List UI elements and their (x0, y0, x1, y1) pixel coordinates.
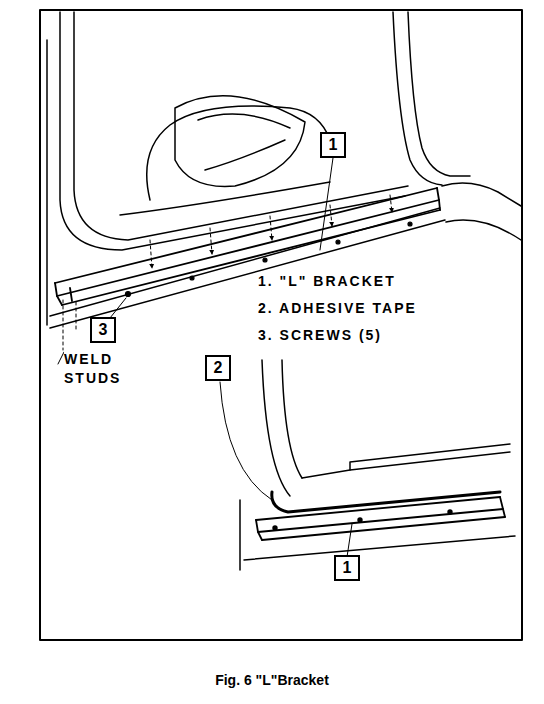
figure-frame (40, 10, 522, 640)
sketch-stroke (408, 12, 470, 176)
sketch-stroke (270, 216, 272, 240)
sketch-stroke (120, 182, 330, 215)
legend-entry: 2. ADHESIVE TAPE (258, 299, 417, 318)
sketch-stroke (282, 360, 302, 478)
sketch-stroke (262, 360, 290, 496)
figure-caption: Fig. 6 "L"Bracket (215, 672, 329, 688)
adhesive-tape (272, 492, 500, 512)
callout-number: 3 (99, 322, 108, 338)
sketch-stroke (437, 188, 440, 210)
sketch-stroke (55, 188, 437, 283)
sketch-stroke (210, 228, 212, 254)
bracket-leader-lower (347, 524, 352, 557)
lower-body (240, 360, 515, 570)
part-label: WELD STUDS (64, 350, 144, 388)
callout-number: 1 (329, 137, 338, 153)
sketch-stroke (46, 40, 48, 325)
sketch-stroke (50, 220, 445, 328)
sketch-stroke (448, 510, 452, 514)
sketch-stroke (126, 292, 131, 297)
sketch-stroke (205, 140, 285, 170)
sketch-stroke (63, 300, 64, 350)
sketch-stroke (273, 526, 277, 530)
callout-box: 3 (90, 317, 116, 343)
sketch-stroke (358, 518, 362, 522)
callout-box: 2 (205, 355, 231, 381)
tape-leader (220, 382, 272, 500)
sketch-stroke (330, 205, 332, 226)
sketch-stroke (244, 536, 515, 560)
sketch-stroke (62, 210, 440, 305)
sketch-stroke (239, 500, 241, 570)
callout-number: 2 (214, 360, 223, 376)
sketch-stroke (350, 444, 510, 470)
sketch-stroke (390, 195, 392, 212)
legend-entry: 3. SCREWS (5) (258, 326, 382, 345)
seat-sketch (120, 96, 330, 215)
sketch-stroke (256, 520, 262, 540)
sketch-stroke (55, 283, 62, 305)
legend-entry: 1. "L" BRACKET (258, 272, 396, 291)
sketch-stroke (198, 114, 290, 128)
sketch-stroke (60, 12, 405, 250)
sketch-stroke (262, 517, 505, 540)
upper-body (47, 12, 521, 328)
sketch-stroke (393, 12, 442, 185)
bracket-leader-upper (320, 158, 333, 250)
l-bracket-upper (55, 188, 440, 305)
sketch-stroke (150, 240, 152, 268)
callout-number: 1 (343, 560, 352, 576)
sketch-stroke (263, 258, 267, 262)
sketch-stroke (446, 220, 521, 240)
sketch-stroke (70, 288, 72, 301)
sketch-stroke (256, 497, 500, 520)
weld-stud-leaders (63, 300, 76, 350)
sketch-stroke (500, 497, 505, 517)
sketch-stroke (76, 302, 77, 330)
sketch-stroke (57, 200, 439, 296)
sketch-stroke (408, 222, 412, 226)
sketch-stroke (175, 96, 305, 187)
callout-box: 1 (320, 132, 346, 158)
sketch-stroke (336, 240, 340, 244)
sketch-stroke (442, 183, 521, 206)
install-arrows (150, 195, 392, 268)
sketch-stroke (190, 276, 194, 280)
sketch-stroke (74, 12, 408, 240)
screw-holes (126, 222, 413, 297)
screw-leader (110, 298, 126, 318)
callout-box: 1 (334, 555, 360, 581)
